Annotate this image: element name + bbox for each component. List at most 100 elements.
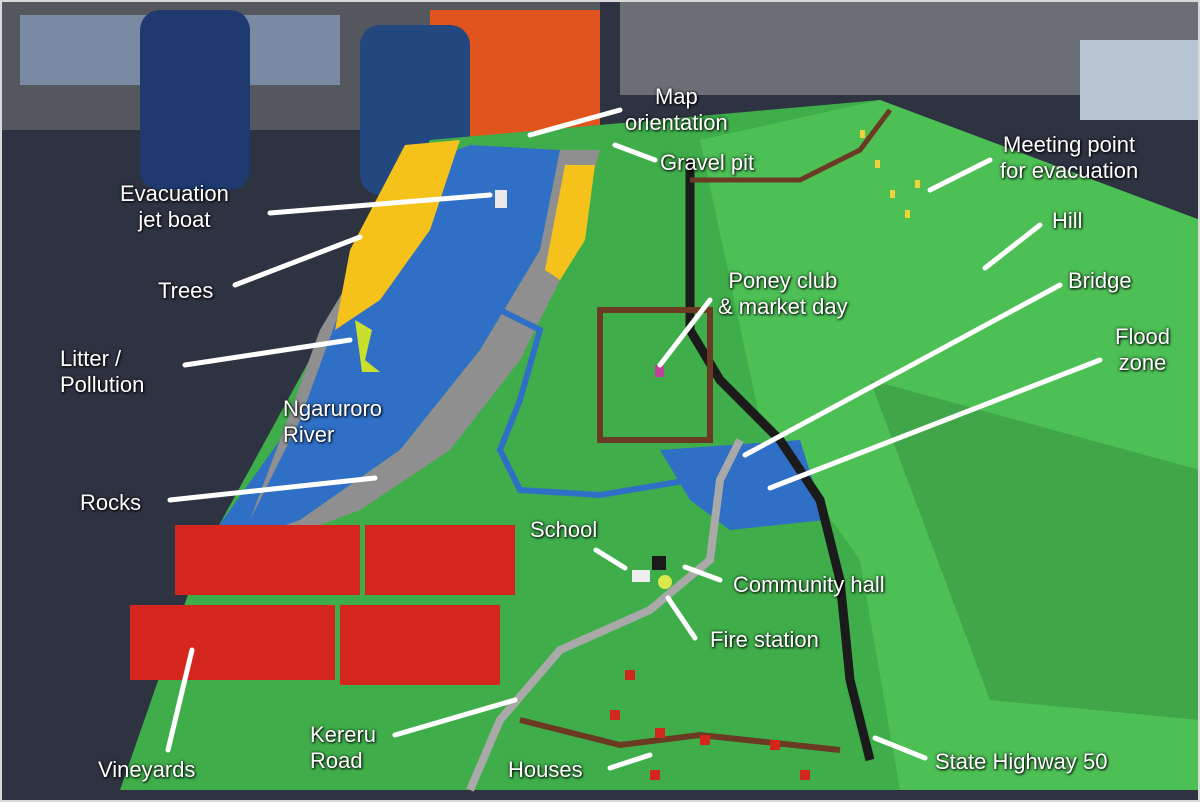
label-community-hall: Community hall <box>733 572 885 598</box>
label-houses: Houses <box>508 757 583 783</box>
label-line: orientation <box>625 110 728 135</box>
callout-line-fire-station <box>665 595 698 641</box>
minifigure <box>915 180 920 188</box>
label-line: State Highway 50 <box>935 749 1108 774</box>
label-line: for evacuation <box>1000 158 1139 183</box>
label-poney-club: Poney club & market day <box>718 268 848 320</box>
callout-line-rocks <box>167 475 378 503</box>
label-hill: Hill <box>1052 208 1083 234</box>
label-flood-zone: Flood zone <box>1115 324 1170 376</box>
label-rocks: Rocks <box>80 490 141 516</box>
trees-left-strip <box>335 140 460 330</box>
callout-line-hill <box>982 222 1043 271</box>
wall-light-panel <box>1080 40 1200 120</box>
house <box>700 735 710 745</box>
callout-line-state-highway <box>872 735 928 761</box>
school-building <box>632 570 650 582</box>
label-line: Community hall <box>733 572 885 597</box>
label-line: River <box>283 422 335 447</box>
minifigure <box>875 160 880 168</box>
callout-line-bridge <box>742 282 1063 458</box>
house <box>800 770 810 780</box>
callout-line-houses <box>607 752 653 771</box>
label-river: Ngaruroro River <box>283 396 382 448</box>
label-line: Poney club <box>728 268 838 293</box>
callout-line-community-hall <box>682 564 723 583</box>
callout-line-gravel-pit <box>612 142 658 163</box>
rocks-left-bank <box>250 160 430 520</box>
vineyard-block-2 <box>365 525 515 595</box>
label-line: Ngaruroro <box>283 396 383 421</box>
vineyard-block-1 <box>175 525 360 595</box>
vineyard-block-3 <box>130 605 335 680</box>
label-line: Trees <box>158 278 214 303</box>
label-line: Pollution <box>60 372 145 397</box>
kereru-road-path <box>466 438 744 792</box>
label-line: Rocks <box>80 490 142 515</box>
house <box>655 728 665 738</box>
label-line: jet boat <box>138 207 211 232</box>
label-litter-pollution: Litter / Pollution <box>60 346 144 398</box>
blue-chair-left <box>140 10 250 190</box>
callout-line-school <box>593 547 628 571</box>
label-line: zone <box>1118 350 1167 375</box>
callout-line-litter <box>182 337 353 368</box>
label-line: Flood <box>1115 324 1171 349</box>
callout-line-vineyards <box>165 647 195 753</box>
label-line: School <box>530 517 598 542</box>
community-hall-building <box>652 556 666 570</box>
minifigure <box>905 210 910 218</box>
label-line: Litter / <box>60 346 122 371</box>
river-area <box>205 145 560 560</box>
fire-station-building <box>658 575 672 589</box>
trees-right-strip <box>545 165 595 280</box>
label-trees: Trees <box>158 278 213 304</box>
hill-track <box>690 108 892 183</box>
label-fire-station: Fire station <box>710 627 819 653</box>
poney-club-fence <box>597 307 713 443</box>
meeting-point-figures <box>860 130 920 218</box>
label-line: Meeting point <box>1003 132 1136 157</box>
label-meeting-point: Meeting point for evacuation <box>1000 132 1138 184</box>
label-line: Map <box>654 84 698 109</box>
label-map-orientation: Map orientation <box>625 84 728 136</box>
state-highway-road <box>685 160 875 762</box>
label-state-highway: State Highway 50 <box>935 749 1107 775</box>
label-kereru-road: Kereru Road <box>310 722 376 774</box>
label-line: Hill <box>1052 208 1083 233</box>
jet-boat-piece <box>495 190 507 208</box>
label-school: School <box>530 517 597 543</box>
vineyard-block-4 <box>340 605 500 685</box>
flood-zone-water <box>660 440 825 530</box>
label-line: Road <box>310 748 363 773</box>
label-gravel-pit: Gravel pit <box>660 150 754 176</box>
callout-line-meeting-point <box>927 157 993 193</box>
stream-line <box>496 307 691 499</box>
callout-line-flood-zone <box>767 357 1103 491</box>
label-line: Vineyards <box>98 757 196 782</box>
label-evacuation-jet-boat: Evacuation jet boat <box>120 181 229 233</box>
poney-figure <box>655 365 664 377</box>
hill-shadow <box>870 380 1200 720</box>
label-line: Fire station <box>710 627 819 652</box>
house <box>650 770 660 780</box>
houses-group <box>610 670 810 780</box>
label-line: Kereru <box>310 722 377 747</box>
callout-line-kereru-road <box>392 697 518 738</box>
callout-line-map-orientation <box>527 107 623 138</box>
callout-line-jet-boat <box>267 192 493 216</box>
label-line: Bridge <box>1068 268 1132 293</box>
label-bridge: Bridge <box>1068 268 1132 294</box>
label-line: Houses <box>508 757 583 782</box>
minifigure <box>860 130 865 138</box>
callout-line-poney-club <box>657 297 713 368</box>
house <box>610 710 620 720</box>
label-line: & market day <box>718 294 848 319</box>
callout-line-trees <box>232 234 363 288</box>
house <box>770 740 780 750</box>
minifigure <box>890 190 895 198</box>
label-line: Gravel pit <box>660 150 755 175</box>
house <box>625 670 635 680</box>
litter-piece <box>355 320 380 372</box>
